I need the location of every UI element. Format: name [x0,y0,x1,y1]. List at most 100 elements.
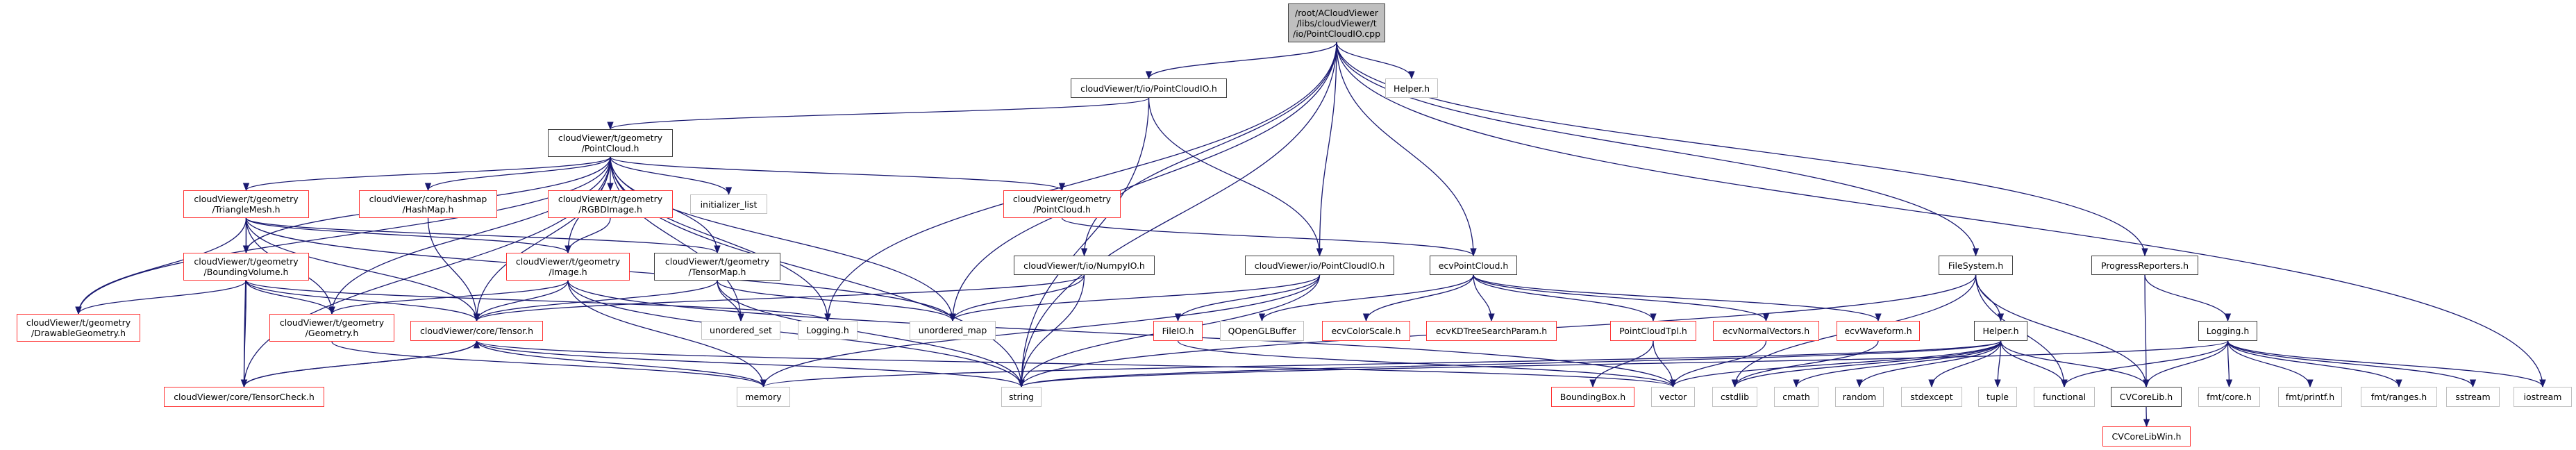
node-label: PointCloudTpl.h [1619,326,1687,336]
edge-tensormap-to-tensor [473,280,718,322]
edge-ecvpc-to-pctpl [1473,274,1657,322]
node-cvcorelib[interactable]: CVCoreLib.h [2111,387,2182,407]
edge-fileio-to-vector [1177,340,1676,388]
node-random: random [1835,387,1884,407]
node-label: cloudViewer/core/Tensor.h [419,326,533,336]
node-bbox[interactable]: BoundingBox.h [1551,387,1634,407]
edge-tensormap-to-uset [717,280,744,322]
node-t-geom-pc[interactable]: cloudViewer/t/geometry /PointCloud.h [548,129,673,157]
node-numpyio[interactable]: cloudViewer/t/io/NumpyIO.h [1014,256,1155,275]
node-drawable[interactable]: cloudViewer/t/geometry /DrawableGeometry… [17,314,140,342]
node-trimesh[interactable]: cloudViewer/t/geometry /TriangleMesh.h [183,190,309,218]
node-filesystem[interactable]: FileSystem.h [1939,256,2013,275]
edge-tensormap-to-umap [717,280,956,322]
node-waveform[interactable]: ecvWaveform.h [1837,321,1920,341]
node-label: cloudViewer/geometry /PointCloud.h [1012,194,1112,215]
node-bvol[interactable]: cloudViewer/t/geometry /BoundingVolume.h [183,253,309,281]
edge-bvol-to-drawable [75,280,247,315]
edge-root-to-progress [1336,42,2148,257]
node-label: cloudViewer/core/TensorCheck.h [174,392,315,402]
node-tensor[interactable]: cloudViewer/core/Tensor.h [410,321,543,341]
node-label: random [1842,392,1877,402]
node-label: Logging.h [2206,326,2250,336]
node-label: cloudViewer/core/hashmap /HashMap.h [369,194,487,215]
node-geom-pc[interactable]: cloudViewer/geometry /PointCloud.h [1003,190,1121,218]
edge-helper-to-vector [1669,340,2002,388]
node-geometry[interactable]: cloudViewer/t/geometry /Geometry.h [269,314,394,342]
node-label: cloudViewer/t/geometry /RGBDImage.h [558,194,663,215]
edge-helper-to-functional [2000,340,2068,388]
edge-hashmap-to-tensor [427,217,480,322]
edge-bvol-to-geometry [245,280,335,315]
node-tensorcheck[interactable]: cloudViewer/core/TensorCheck.h [164,387,324,407]
node-cvcorelibwin[interactable]: CVCoreLibWin.h [2102,426,2191,447]
edge-t_geom_pc-to-drawable [75,156,611,315]
node-cstdlib: cstdlib [1712,387,1757,407]
node-colorscale[interactable]: ecvColorScale.h [1322,321,1410,341]
node-label: FileIO.h [1162,326,1194,336]
edge-cvcorelib-to-cvcorelibwin [2143,406,2150,428]
node-string: string [1001,387,1042,407]
edge-t_geom_pc-to-tensor [473,156,611,322]
node-tuple: tuple [1978,387,2017,407]
node-ecvpc[interactable]: ecvPointCloud.h [1430,256,1517,275]
node-fileio[interactable]: FileIO.h [1153,321,1203,341]
node-t-io-pcio[interactable]: cloudViewer/t/io/PointCloudIO.h [1071,78,1227,98]
node-image[interactable]: cloudViewer/t/geometry /Image.h [506,253,630,281]
edge-logging-to-sstream [2227,340,2477,388]
node-label: sstream [2455,392,2491,402]
node-label: cstdlib [1720,392,1750,402]
node-rgbd[interactable]: cloudViewer/t/geometry /RGBDImage.h [548,190,673,218]
node-normals[interactable]: ecvNormalVectors.h [1713,321,1819,341]
node-label: cloudViewer/t/geometry /BoundingVolume.h [194,256,299,277]
edge-filesystem-to-cvcorelib [1975,274,2150,388]
edge-image-to-vector [567,280,1676,388]
node-umap: unordered_map [910,321,996,340]
node-io-pcio[interactable]: cloudViewer/io/PointCloudIO.h [1245,256,1394,275]
edge-root-to-filesystem [1336,42,1980,257]
node-label: stdexcept [1910,392,1953,402]
node-tensormap[interactable]: cloudViewer/t/geometry /TensorMap.h [654,253,780,281]
edge-helper-to-memory [760,340,2002,388]
node-kdtree[interactable]: ecvKDTreeSearchParam.h [1426,321,1557,341]
node-label: ecvKDTreeSearchParam.h [1435,326,1548,336]
node-label: ecvWaveform.h [1844,326,1912,336]
node-label: unordered_set [710,325,772,335]
edge-logging-to-functional [2061,340,2229,388]
node-root: /root/ACloudViewer /libs/cloudViewer/t /… [1288,3,1385,42]
node-label: cloudViewer/t/io/NumpyIO.h [1023,260,1145,271]
node-label: cloudViewer/t/geometry /TriangleMesh.h [194,194,299,215]
edge-helper-to-cmath [1793,340,2002,388]
edge-logging-to-string [1018,340,2229,388]
edge-io_pcio-to-umap [949,274,1321,322]
edge-ecvpc-to-kdtree [1473,274,1495,322]
node-label: unordered_map [918,325,987,335]
edge-image-to-geometry [328,280,569,315]
node-pctpl[interactable]: PointCloudTpl.h [1610,321,1696,341]
edge-t_geom_pc-to-uset [610,156,744,322]
node-iostream: iostream [2514,387,2572,407]
edge-image-to-tensor [473,280,569,322]
edge-trimesh-to-tensor [245,217,480,322]
edge-root-to-helper_top [1336,42,1415,80]
node-logging-grey: Logging.h [798,321,858,340]
node-fmtcore: fmt/core.h [2198,387,2260,407]
edge-numpyio-to-umap [949,274,1085,322]
edge-numpyio-to-tensor [474,274,1085,322]
edge-logging-to-iostream [2227,340,2546,388]
edge-tensorcheck-to-tensor [243,340,480,388]
edge-ecvpc-to-waveform [1473,274,1882,322]
edge-t_io_pcio-to-t_geom_pc [607,97,1150,131]
edge-progress-to-logging [2144,274,2232,322]
node-logging[interactable]: Logging.h [2198,321,2257,341]
node-memory: memory [737,387,790,407]
node-progress[interactable]: ProgressReporters.h [2091,256,2198,275]
node-label: ecvColorScale.h [1331,326,1401,336]
node-label: Helper.h [1982,326,2019,336]
node-label: cloudViewer/t/geometry /Image.h [515,256,621,277]
node-hashmap[interactable]: cloudViewer/core/hashmap /HashMap.h [359,190,497,218]
edge-geometry-to-memory [331,341,767,388]
node-helper[interactable]: Helper.h [1974,321,2027,341]
